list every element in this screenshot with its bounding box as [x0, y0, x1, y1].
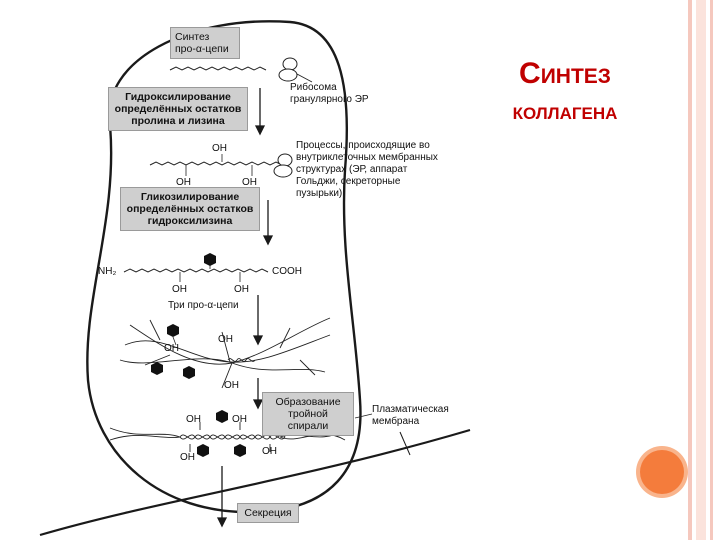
slide-title-line2: коллагена: [512, 98, 618, 125]
decor-stripe-2: [696, 0, 706, 540]
step-triple-helix-box: Образование тройной спирали: [262, 392, 354, 436]
slide-title: Синтез коллагена: [470, 55, 660, 131]
step-hydroxylation-box: Гидроксилирование определённых остатков …: [108, 87, 248, 131]
oh-label-5: OH: [234, 284, 249, 295]
pro-alpha-chain-2: [149, 161, 283, 166]
oh-label-8: OH: [224, 380, 239, 391]
step-glycosylation-box: Гликозилирование определённых остатков г…: [120, 187, 260, 231]
sugar-hexagon-6: [197, 444, 209, 457]
flow-arrows: [216, 88, 274, 528]
oh-label-12: OH: [262, 446, 277, 457]
oh-label-1: OH: [212, 143, 227, 154]
ribosome-1: [278, 57, 298, 82]
oh-label-6: OH: [218, 334, 233, 345]
oh-label-9: OH: [186, 414, 201, 425]
sugar-hexagon-2: [167, 324, 179, 337]
plasma-membrane-label: Плазматическая мембрана: [372, 404, 449, 427]
cooh-label: COOH: [272, 266, 302, 277]
processes-label: Процессы, происходящие во внутриклеточны…: [296, 140, 438, 199]
oh-label-10: OH: [232, 414, 247, 425]
sugar-hexagon-5: [216, 410, 228, 423]
accent-circle: [640, 450, 684, 494]
sugar-hexagon-3: [151, 362, 163, 375]
pro-alpha-chain-3: [123, 268, 269, 273]
oh-label-7: OH: [164, 343, 179, 354]
sugar-hexagon-1: [204, 253, 216, 266]
cell-outline: [86, 20, 362, 514]
plasma-membrane-line: [39, 428, 471, 537]
slide-title-line1: Синтез: [519, 57, 611, 90]
sugar-hexagon-4: [183, 366, 195, 379]
oh-label-3: OH: [242, 177, 257, 188]
decor-stripe-3: [710, 0, 713, 540]
ribosome-label: Рибосома гранулярного ЭР: [290, 82, 369, 105]
nh2-label: NH₂: [98, 266, 117, 277]
ribosome-2: [273, 153, 293, 178]
oh-label-11: OH: [180, 452, 195, 463]
sugar-hexagon-7: [234, 444, 246, 457]
three-chains-tangle: [119, 317, 331, 389]
oh-label-4: OH: [172, 284, 187, 295]
three-chains-label: Три про-α-цепи: [168, 300, 239, 311]
oh-label-2: OH: [176, 177, 191, 188]
decor-stripe-1: [688, 0, 692, 540]
step-secretion-box: Секреция: [237, 503, 299, 523]
pro-alpha-chain-1: [169, 66, 267, 71]
step-synthesis-box: Синтез про-α-цепи: [170, 27, 240, 59]
